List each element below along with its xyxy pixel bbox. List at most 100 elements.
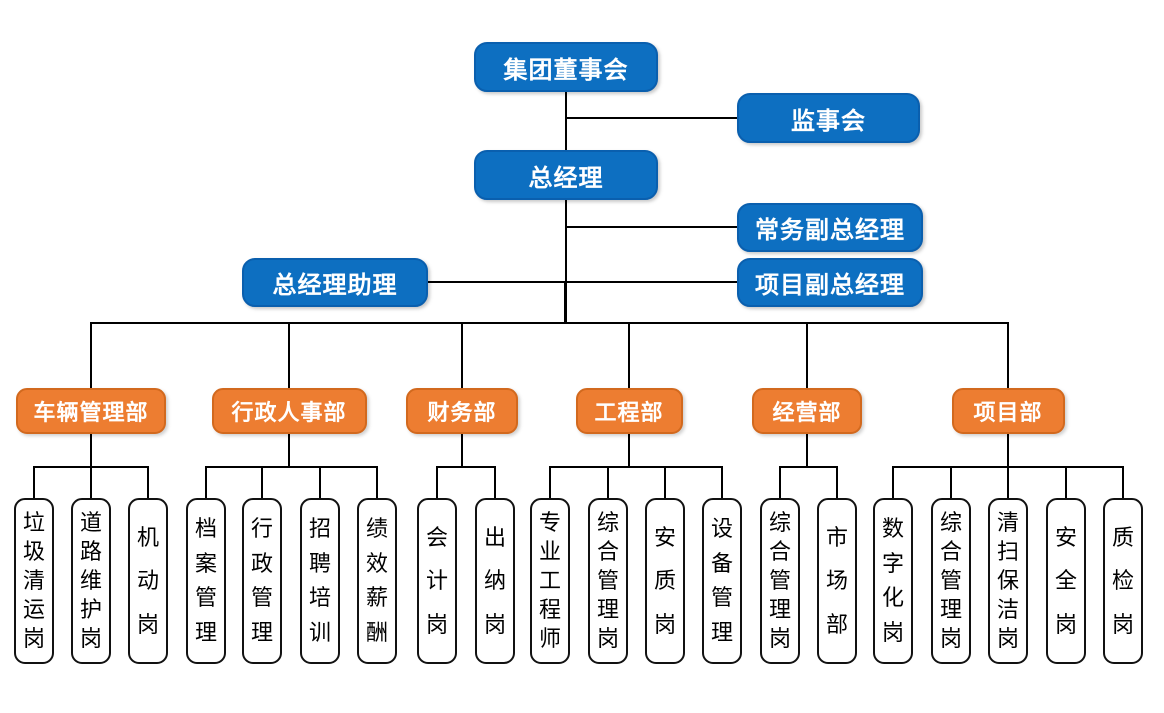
department-label: 财务部 <box>427 400 497 425</box>
department-node: 财务部 <box>406 388 518 434</box>
post-branch-line <box>437 466 495 468</box>
position-label-char: 管 <box>768 568 791 593</box>
position-node: 质检岗 <box>1103 498 1143 664</box>
connector-line <box>806 322 808 388</box>
position-label-char: 管 <box>250 585 273 611</box>
department-node: 项目部 <box>951 388 1065 434</box>
position-label-char: 程 <box>538 597 561 622</box>
position-label-char: 管 <box>939 568 962 593</box>
position-label-char: 数 <box>881 515 904 541</box>
position-label-char: 全 <box>1054 568 1077 593</box>
connector-line <box>565 92 567 150</box>
position-label-char: 聘 <box>308 550 331 576</box>
department-node: 经营部 <box>752 388 862 434</box>
connector-line <box>1065 466 1067 498</box>
position-label-char: 理 <box>194 620 217 646</box>
position-label-char: 岗 <box>483 611 506 637</box>
position-label-char: 管 <box>194 585 217 611</box>
connector-line <box>205 466 207 498</box>
position-label-char: 理 <box>596 597 619 622</box>
position-label-char: 运 <box>22 597 45 622</box>
position-label-char: 合 <box>768 539 791 564</box>
position-label-char: 岗 <box>425 611 448 637</box>
position-label-char: 岗 <box>1111 611 1134 637</box>
connector-line <box>288 434 290 466</box>
position-node: 设备管理 <box>702 498 742 664</box>
position-node: 出纳岗 <box>475 498 515 664</box>
connector-line <box>664 466 666 498</box>
position-label-char: 岗 <box>768 626 791 651</box>
post-branch-line <box>206 466 377 468</box>
position-label-char: 理 <box>768 597 791 622</box>
position-label-char: 业 <box>538 539 561 564</box>
position-label-char: 出 <box>483 524 506 550</box>
department-label: 行政人事部 <box>231 400 347 425</box>
connector-line <box>90 466 92 498</box>
post-branch-line <box>780 466 837 468</box>
position-node: 数字化岗 <box>873 498 913 664</box>
position-node: 机动岗 <box>128 498 168 664</box>
connector-line <box>90 322 92 388</box>
position-label-char: 专 <box>538 510 561 535</box>
department-branch-line <box>91 322 1008 324</box>
position-label-char: 检 <box>1111 568 1134 593</box>
connector-line <box>950 466 952 498</box>
position-label-char: 师 <box>538 626 561 651</box>
connector-line <box>721 466 723 498</box>
position-label-char: 合 <box>939 539 962 564</box>
node-supervisory-board: 监事会 <box>737 93 920 143</box>
department-node: 车辆管理部 <box>16 388 166 434</box>
connector-line <box>436 466 438 498</box>
node-gm-assistant: 总经理助理 <box>242 258 428 307</box>
position-label-char: 设 <box>710 515 733 541</box>
position-label-char: 档 <box>194 515 217 541</box>
connector-line <box>376 466 378 498</box>
position-label-char: 计 <box>425 568 448 593</box>
position-label-char: 洁 <box>996 597 1019 622</box>
position-label-char: 效 <box>365 550 388 576</box>
department-node: 行政人事部 <box>211 388 367 434</box>
position-node: 垃圾清运岗 <box>14 498 54 664</box>
position-label-char: 案 <box>194 550 217 576</box>
connector-line <box>319 466 321 498</box>
position-node: 综合管理岗 <box>588 498 628 664</box>
position-label-char: 理 <box>939 597 962 622</box>
connector-line <box>779 466 781 498</box>
position-label-char: 动 <box>136 568 159 593</box>
position-label-char: 岗 <box>1054 611 1077 637</box>
connector-line <box>288 322 290 388</box>
position-label-char: 管 <box>596 568 619 593</box>
node-general-manager-label: 总经理 <box>528 164 604 192</box>
position-node: 会计岗 <box>417 498 457 664</box>
node-group-board: 集团董事会 <box>474 42 658 92</box>
position-label-char: 酬 <box>365 620 388 646</box>
position-label-char: 保 <box>996 568 1019 593</box>
position-label-char: 岗 <box>79 626 102 651</box>
position-label-char: 圾 <box>22 539 45 564</box>
position-label-char: 综 <box>768 510 791 535</box>
position-label-char: 维 <box>79 568 102 593</box>
connector-line <box>147 466 149 498</box>
position-label-char: 化 <box>881 585 904 611</box>
position-label-char: 绩 <box>365 515 388 541</box>
connector-line <box>494 466 496 498</box>
position-label-char: 岗 <box>939 626 962 651</box>
position-label-char: 扫 <box>996 539 1019 564</box>
position-label-char: 岗 <box>653 611 676 637</box>
connector-line <box>428 281 737 283</box>
position-node: 道路维护岗 <box>71 498 111 664</box>
position-label-char: 岗 <box>596 626 619 651</box>
position-label-char: 清 <box>22 568 45 593</box>
position-label-char: 理 <box>250 620 273 646</box>
position-node: 安全岗 <box>1046 498 1086 664</box>
department-label: 工程部 <box>594 400 664 425</box>
connector-line <box>836 466 838 498</box>
position-label-char: 综 <box>596 510 619 535</box>
position-label-char: 岗 <box>881 620 904 646</box>
position-label-char: 质 <box>1111 524 1134 550</box>
position-node: 安质岗 <box>645 498 685 664</box>
position-label-char: 部 <box>825 611 848 637</box>
position-label-char: 合 <box>596 539 619 564</box>
connector-line <box>33 466 35 498</box>
